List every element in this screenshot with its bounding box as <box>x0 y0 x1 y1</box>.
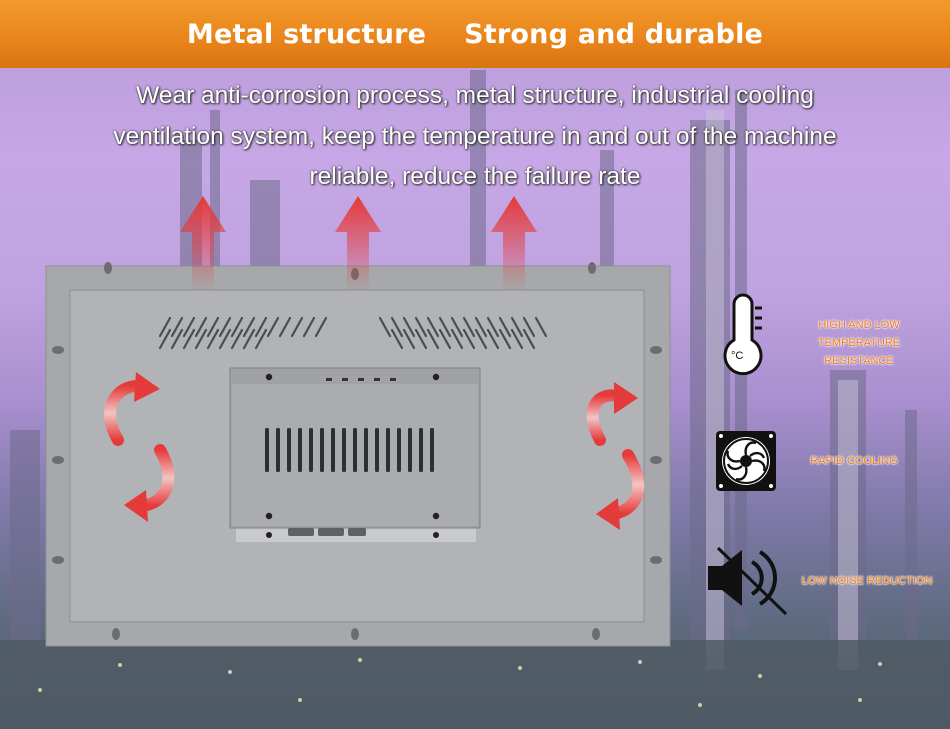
heat-arrow-2 <box>335 196 381 292</box>
description-line-1: Wear anti-corrosion process, metal struc… <box>136 82 814 109</box>
feature-label-noise: LOW NOISE REDUCTION <box>796 572 938 590</box>
feature-label-temperature-line2: TEMPERATURE RESISTANCE <box>817 337 901 367</box>
io-ports <box>288 528 366 536</box>
center-vents <box>265 428 434 472</box>
feature-label-temperature: HIGH AND LOW TEMPERATURE RESISTANCE <box>782 316 936 370</box>
feature-label-noise-line1: LOW NOISE REDUCTION <box>801 575 933 587</box>
banner-left-text: Metal structure <box>186 18 427 50</box>
title-banner: Metal structure Strong and durable <box>0 0 950 68</box>
top-vents <box>158 316 548 350</box>
airflow-arrow-right <box>586 382 645 530</box>
heat-arrow-1 <box>180 196 226 292</box>
description: Wear anti-corrosion process, metal struc… <box>40 76 910 198</box>
description-line-3: reliable, reduce the failure rate <box>309 163 641 190</box>
feature-label-cooling-line1: RAPID COOLING <box>810 455 898 467</box>
feature-label-temperature-line1: HIGH AND LOW <box>818 319 900 331</box>
banner-right-text: Strong and durable <box>464 18 764 50</box>
feature-label-cooling: RAPID COOLING <box>796 452 912 470</box>
description-line-2: ventilation system, keep the temperature… <box>113 122 837 150</box>
heat-arrow-3 <box>491 196 537 292</box>
airflow-arrow-left <box>104 372 175 522</box>
